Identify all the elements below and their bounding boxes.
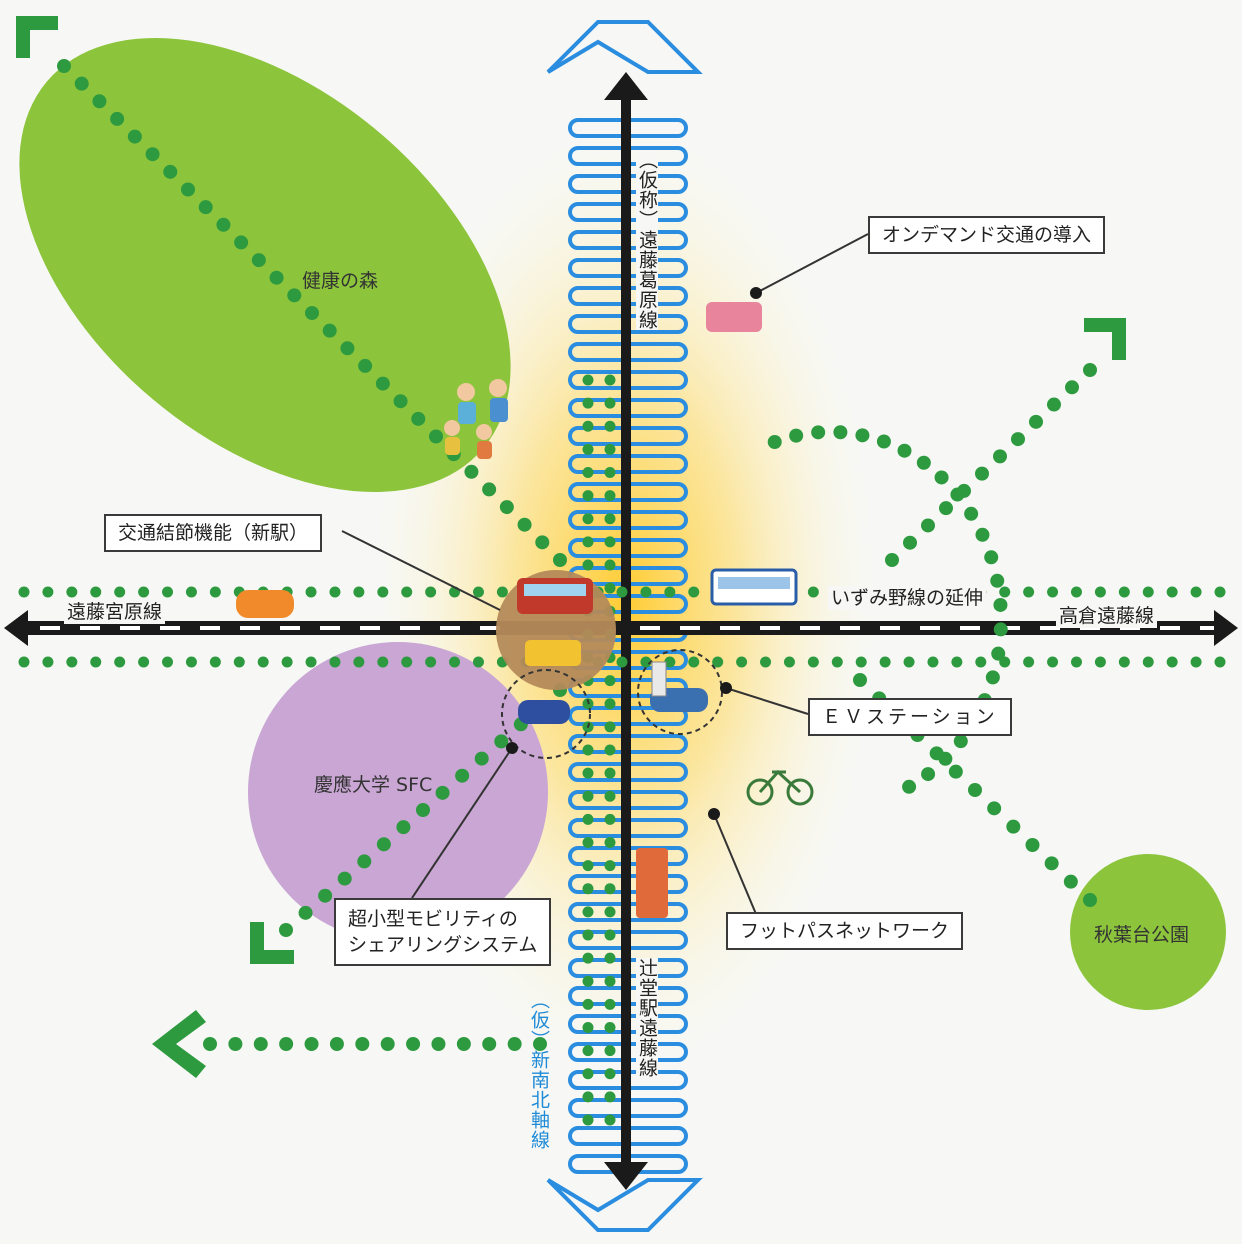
- charger-icon: [651, 661, 667, 697]
- transit-hub-callout: 交通結節機能（新駅）: [104, 514, 323, 552]
- road-arrow-south: [604, 1162, 648, 1190]
- leader-lines: [341, 233, 869, 915]
- bracket-w: [152, 1010, 206, 1078]
- taxi-icon: [525, 640, 581, 666]
- scooter-icon: [518, 700, 570, 724]
- axis-bottom-chevron: [546, 1178, 703, 1232]
- east-road-label: 高倉遠藤線: [1056, 604, 1158, 628]
- forest-label: 健康の森: [302, 270, 379, 292]
- people-icon: [444, 379, 508, 459]
- bicycle-icon: [746, 769, 814, 806]
- leader-dot-footpath: [708, 808, 720, 820]
- leader-dot-ev: [720, 682, 732, 694]
- park-label: 秋葉台公園: [1094, 924, 1190, 946]
- bracket-ne: [1084, 318, 1126, 360]
- mobility-ring: [501, 669, 591, 759]
- leader-dot-ondemand: [750, 287, 762, 299]
- car-icon: [236, 590, 294, 618]
- ondemand-callout: オンデマンド交通の導入: [868, 216, 1106, 254]
- bracket-nw: [16, 16, 58, 58]
- bracket-sw: [250, 922, 294, 964]
- road-arrow-north: [604, 72, 648, 100]
- leader-dot-mobility: [506, 742, 518, 754]
- bus-south-icon: [636, 848, 668, 918]
- footpath-callout: フットパスネットワーク: [726, 912, 964, 950]
- mobility-share-callout: 超小型モビリティの シェアリングシステム: [334, 898, 552, 966]
- mobility-share-line1: 超小型モビリティの: [348, 908, 518, 930]
- horizontal-road: [20, 621, 1220, 635]
- new-axis-label: （仮）新南北軸線: [528, 990, 550, 1150]
- south-road-label: 辻堂駅遠藤線: [636, 958, 658, 1078]
- road-dashes: [40, 626, 1220, 630]
- west-road-label: 遠藤宮原線: [64, 600, 166, 624]
- north-road-label: （仮称）遠藤葛原線: [636, 150, 658, 330]
- footpath-dots: [18, 59, 1226, 1126]
- minibus-icon: [706, 302, 762, 332]
- campus-area: [248, 642, 548, 942]
- campus-label: 慶應大学 SFC: [314, 774, 433, 796]
- mobility-share-line2: シェアリングシステム: [348, 934, 538, 956]
- izumino-label: いずみ野線の延伸: [828, 586, 987, 610]
- road-arrow-west: [4, 610, 28, 646]
- park-area: [1070, 854, 1226, 1010]
- forest-area: [19, 37, 511, 493]
- vertical-road: [621, 90, 631, 1180]
- ev-station-callout: ＥＶステーション: [808, 698, 1012, 736]
- road-arrow-east: [1214, 610, 1238, 646]
- axis-top-chevron: [546, 20, 703, 74]
